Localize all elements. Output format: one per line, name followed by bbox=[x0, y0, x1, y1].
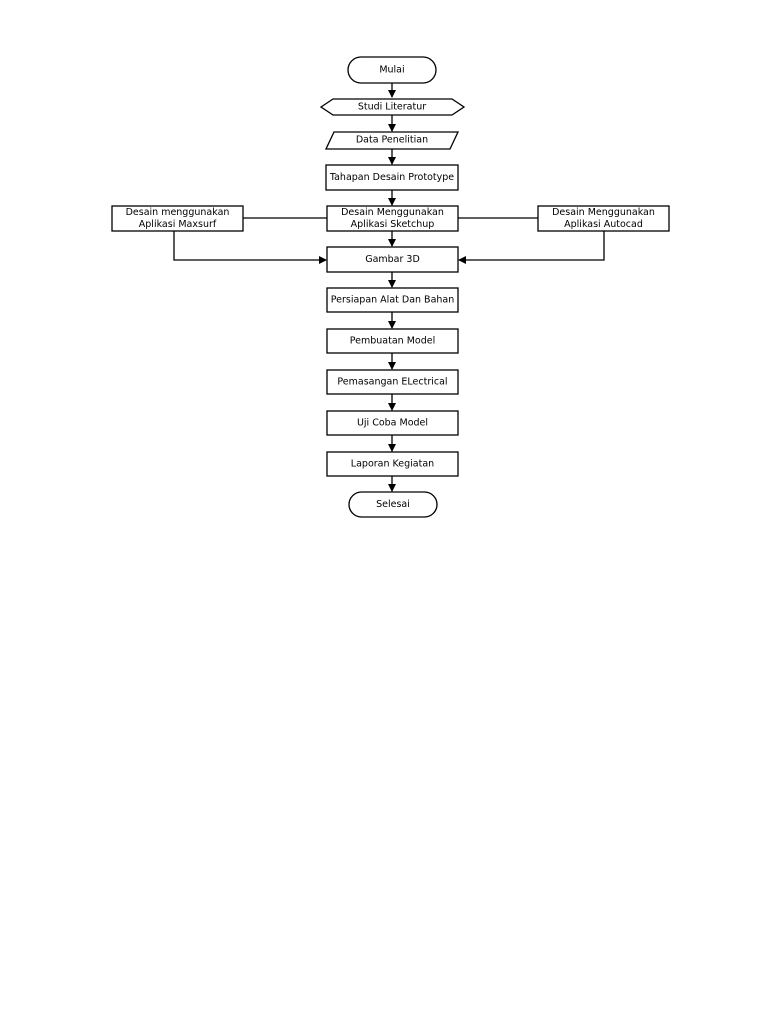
design-maxsurf-node: Desain menggunakan Aplikasi Maxsurf bbox=[111, 205, 244, 232]
drawing-3d-node: Gambar 3D bbox=[326, 246, 459, 273]
design-autocad-node: Desain Menggunakan Aplikasi Autocad bbox=[537, 205, 670, 232]
model-test-label: Uji Coba Model bbox=[357, 418, 428, 429]
model-making-label: Pembuatan Model bbox=[350, 336, 435, 347]
electrical-install-node: Pemasangan ELectrical bbox=[326, 369, 459, 395]
design-autocad-label-line2: Aplikasi Autocad bbox=[564, 219, 643, 230]
start-label: Mulai bbox=[379, 65, 404, 76]
activity-report-node: Laporan Kegiatan bbox=[326, 451, 459, 477]
end-label: Selesai bbox=[376, 499, 410, 510]
start-terminator: Mulai bbox=[347, 56, 437, 84]
literature-study-node: Studi Literatur bbox=[319, 98, 466, 116]
tools-materials-prep-label: Persiapan Alat Dan Bahan bbox=[331, 295, 455, 306]
design-sketchup-label-line1: Desain Menggunakan bbox=[341, 207, 444, 218]
design-sketchup-label-line2: Aplikasi Sketchup bbox=[351, 219, 435, 230]
prototype-design-stage-label: Tahapan Desain Prototype bbox=[329, 172, 454, 183]
activity-report-label: Laporan Kegiatan bbox=[351, 459, 434, 470]
research-data-node: Data Penelitian bbox=[324, 131, 460, 150]
electrical-install-label: Pemasangan ELectrical bbox=[337, 377, 447, 388]
connectors bbox=[173, 83, 605, 492]
tools-materials-prep-node: Persiapan Alat Dan Bahan bbox=[326, 287, 459, 313]
arrow-maxsurf-to-drawing bbox=[173, 231, 327, 264]
model-making-node: Pembuatan Model bbox=[326, 328, 459, 354]
drawing-3d-label: Gambar 3D bbox=[365, 254, 420, 265]
arrow-autocad-to-drawing bbox=[458, 231, 605, 264]
literature-study-label: Studi Literatur bbox=[358, 102, 426, 113]
design-maxsurf-label-line1: Desain menggunakan bbox=[126, 207, 230, 218]
research-data-label: Data Penelitian bbox=[356, 135, 428, 146]
model-test-node: Uji Coba Model bbox=[326, 410, 459, 436]
design-maxsurf-label-line2: Aplikasi Maxsurf bbox=[139, 219, 217, 230]
design-autocad-label-line1: Desain Menggunakan bbox=[552, 207, 655, 218]
end-terminator: Selesai bbox=[348, 491, 438, 518]
prototype-design-stage-node: Tahapan Desain Prototype bbox=[325, 164, 459, 191]
design-sketchup-node: Desain Menggunakan Aplikasi Sketchup bbox=[326, 205, 459, 232]
